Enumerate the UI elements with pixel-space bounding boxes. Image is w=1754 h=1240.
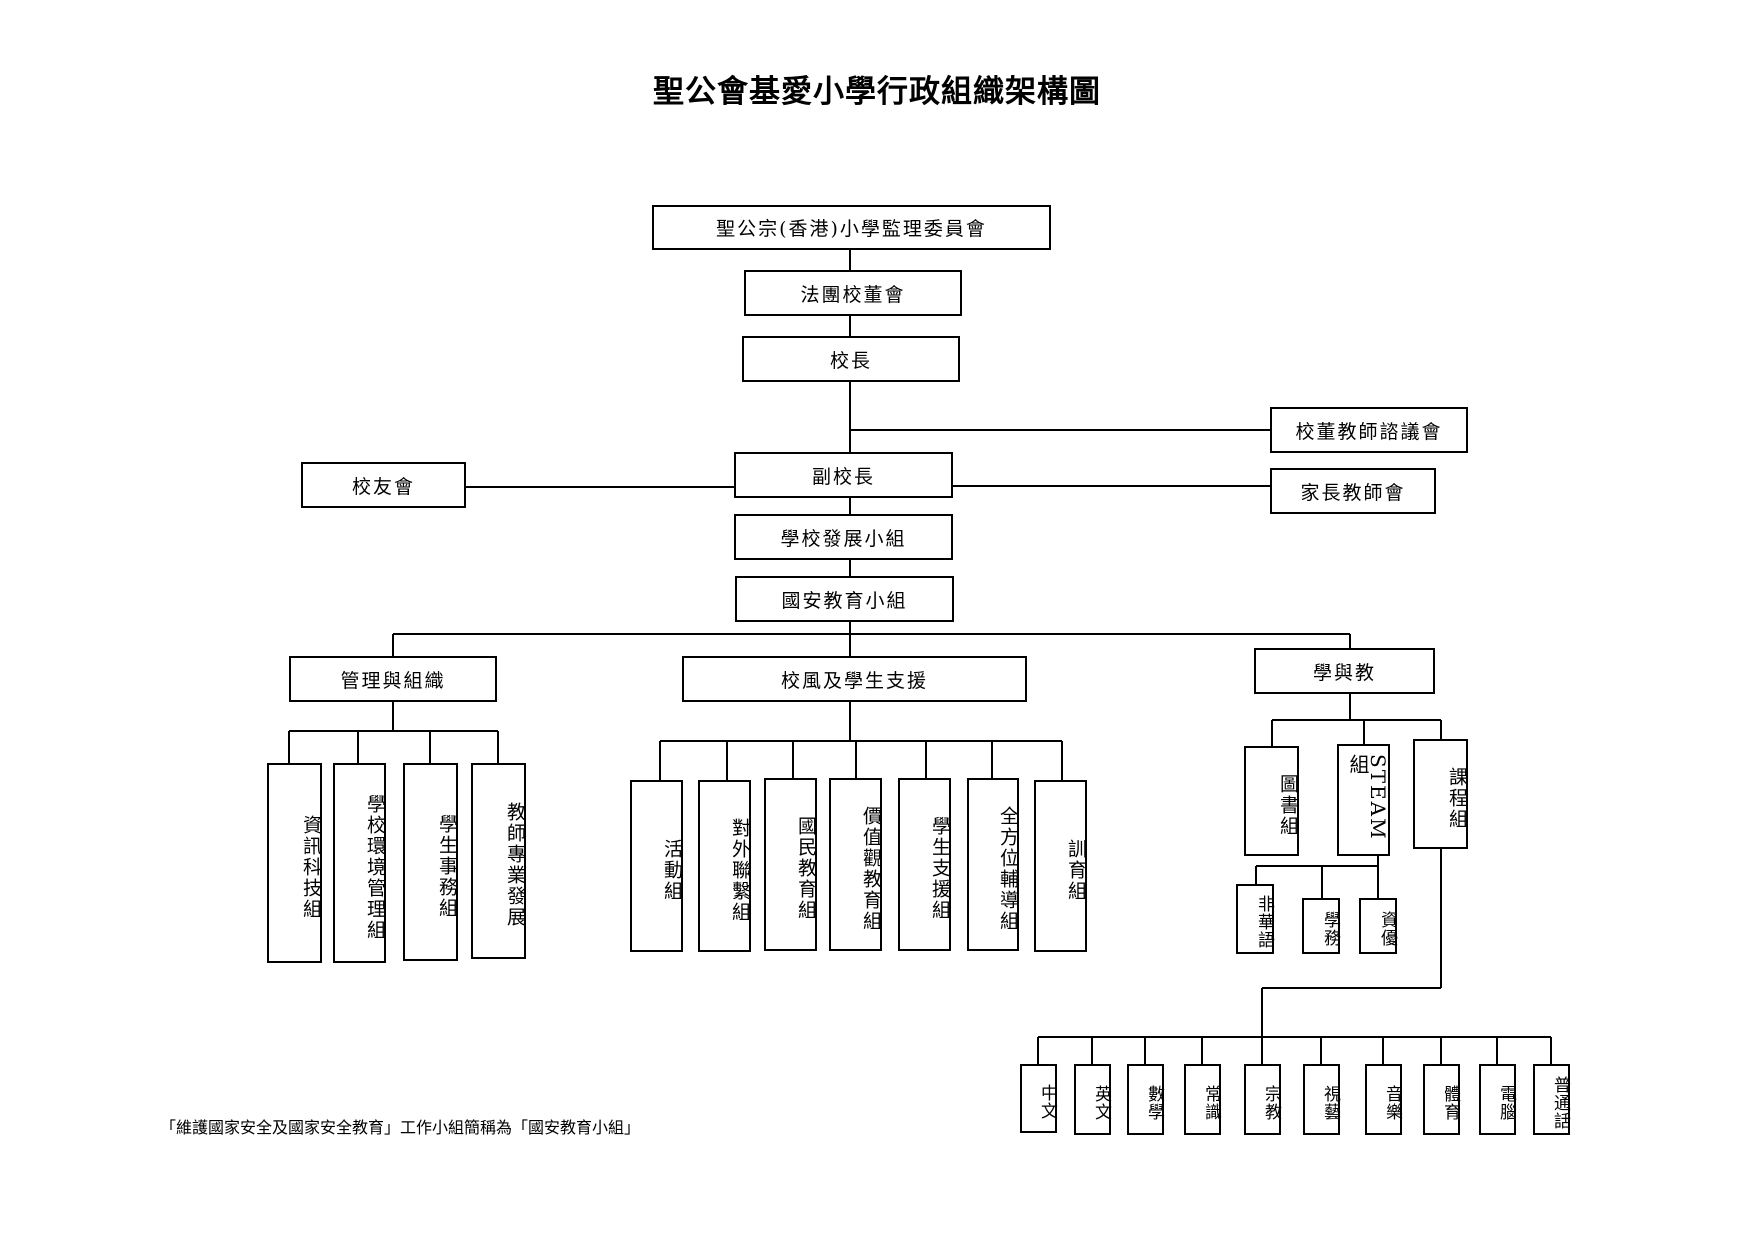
page-title: 聖公會基愛小學行政組織架構圖 (653, 74, 1101, 110)
unit-activities: 活動組 (630, 780, 683, 952)
subject-putonghua: 普通話 (1533, 1064, 1570, 1135)
unit-student-affairs: 學生事務組 (403, 763, 458, 961)
principal-box: 校長 (742, 336, 960, 382)
dept-ethos-student-support: 校風及學生支援 (682, 656, 1027, 702)
subject-chinese: 中文 (1020, 1064, 1057, 1133)
unit-teacher-development: 教師專業發展 (471, 763, 526, 959)
footnote: 「維護國家安全及國家安全教育」工作小組簡稱為「國安教育小組」 (160, 1118, 641, 1137)
alumni-association-box: 校友會 (301, 462, 466, 508)
subject-mathematics: 數學 (1127, 1064, 1164, 1135)
subject-physical-education: 體育 (1423, 1064, 1460, 1135)
unit-steam: STEAM組 (1337, 744, 1390, 856)
unit-student-support: 學生支援組 (898, 778, 951, 951)
incorporated-management-committee-box: 法團校董會 (744, 270, 962, 316)
subject-visual-arts: 視藝 (1303, 1064, 1340, 1135)
unit-curriculum: 課程組 (1413, 739, 1468, 849)
dept-learning-teaching: 學與教 (1254, 648, 1435, 694)
teacher-council-box: 校董教師諮議會 (1270, 407, 1468, 453)
unit-values-education: 價值觀教育組 (829, 778, 882, 951)
dept-management-organisation: 管理與組織 (289, 656, 497, 702)
subject-english: 英文 (1074, 1064, 1111, 1135)
unit-national-education: 國民教育組 (764, 778, 817, 951)
sub-academic-affairs: 學務 (1302, 898, 1340, 954)
sub-gifted-education: 資優 (1359, 898, 1397, 954)
supervisory-committee-box: 聖公宗(香港)小學監理委員會 (652, 205, 1051, 250)
school-development-group-box: 學校發展小組 (734, 514, 953, 560)
unit-discipline: 訓育組 (1034, 780, 1087, 952)
vice-principal-box: 副校長 (734, 452, 953, 498)
unit-it: 資訊科技組 (267, 763, 322, 963)
subject-computer: 電腦 (1479, 1064, 1516, 1135)
national-security-education-group-box: 國安教育小組 (735, 576, 954, 622)
subject-general-studies: 常識 (1184, 1064, 1221, 1135)
subject-religious-studies: 宗教 (1244, 1064, 1281, 1135)
unit-external-liaison: 對外聯繫組 (698, 780, 751, 952)
unit-whole-person-guidance: 全方位輔導組 (967, 778, 1019, 951)
subject-music: 音樂 (1365, 1064, 1402, 1135)
parent-teacher-association-box: 家長教師會 (1270, 468, 1436, 514)
unit-library: 圖書組 (1244, 746, 1299, 856)
sub-non-chinese-speaking: 非華語 (1236, 884, 1274, 954)
unit-school-environment: 學校環境管理組 (333, 763, 386, 963)
